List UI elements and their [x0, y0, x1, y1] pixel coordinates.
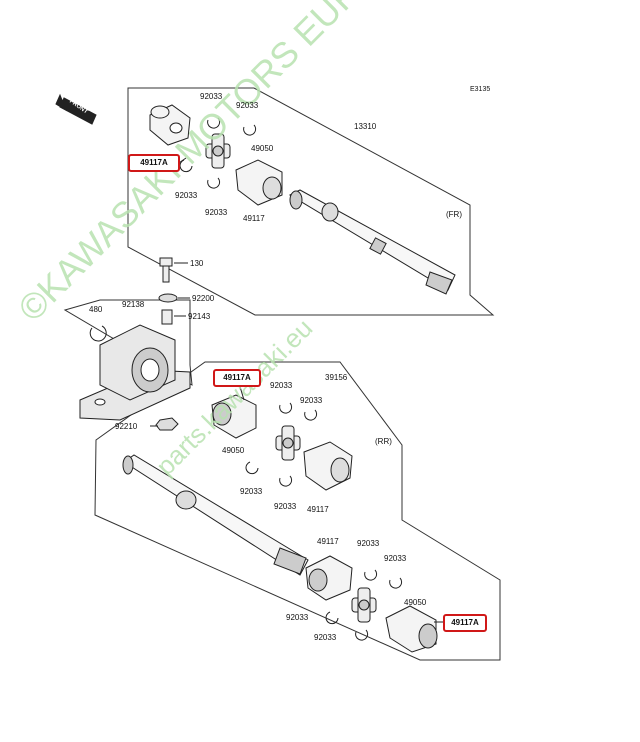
yoke-icon	[211, 394, 257, 439]
part-label[interactable]: 480	[89, 305, 103, 314]
part-label[interactable]: 49117	[317, 537, 339, 546]
circlip-icon	[364, 569, 403, 589]
part-label[interactable]: 92033	[236, 101, 259, 110]
cross-joint-icon	[275, 425, 301, 461]
part-label[interactable]: 49117	[243, 214, 265, 223]
cross-joint-icon	[205, 133, 231, 169]
part-label[interactable]: 92033	[384, 554, 407, 563]
part-label[interactable]: 92210	[115, 422, 138, 431]
front-group-outline	[127, 87, 495, 316]
front-shaft-icon	[288, 189, 456, 295]
part-label[interactable]: 92033	[200, 92, 223, 101]
bearing-housing-icon	[79, 324, 191, 421]
part-label[interactable]: 92033	[175, 191, 198, 200]
part-label[interactable]: 92200	[192, 294, 215, 303]
highlighted-part-label[interactable]: 49117A	[443, 614, 487, 632]
part-label[interactable]: 49050	[404, 598, 427, 607]
nut-icon	[155, 417, 179, 431]
part-label[interactable]: 92033	[240, 487, 263, 496]
yoke-icon	[149, 104, 191, 146]
part-label[interactable]: 49117	[307, 505, 329, 514]
bolt-icon	[159, 257, 173, 283]
circlip-icon	[325, 611, 369, 641]
part-label[interactable]: 49050	[222, 446, 245, 455]
rear-shaft-icon	[122, 454, 309, 576]
part-label[interactable]: 92033	[270, 381, 293, 390]
part-label[interactable]: 39156	[325, 373, 348, 382]
part-label[interactable]: 92033	[300, 396, 323, 405]
part-label[interactable]: 92033	[357, 539, 380, 548]
section-label-rear: (RR)	[375, 437, 392, 446]
part-label[interactable]: 92138	[122, 300, 145, 309]
highlighted-part-label[interactable]: 49117A	[213, 369, 261, 387]
yoke-icon	[385, 605, 438, 653]
part-label[interactable]: 92033	[205, 208, 228, 217]
section-label-front: (FR)	[446, 210, 462, 219]
circlip-icon	[179, 159, 221, 189]
cross-joint-icon	[351, 587, 377, 623]
circlip-icon	[207, 117, 257, 136]
collar-icon	[161, 309, 173, 325]
part-label[interactable]: 49050	[251, 144, 274, 153]
yoke-icon	[305, 555, 353, 601]
circlip-icon	[89, 325, 107, 342]
circlip-icon	[279, 402, 318, 421]
rear-group-outline	[94, 361, 501, 661]
front-arrow-icon	[55, 93, 97, 125]
part-label[interactable]: 92033	[314, 633, 337, 642]
part-label[interactable]: 13310	[354, 122, 377, 131]
washer-icon	[158, 293, 178, 303]
part-label[interactable]: 92033	[274, 502, 297, 511]
part-label[interactable]: 130	[190, 259, 204, 268]
highlighted-part-label[interactable]: 49117A	[128, 154, 180, 172]
yoke-icon	[235, 159, 283, 206]
part-label[interactable]: 92143	[188, 312, 211, 321]
diagram-code: E3135	[470, 86, 491, 93]
circlip-icon	[245, 461, 293, 487]
yoke-icon	[303, 441, 353, 491]
part-label[interactable]: 92033	[286, 613, 309, 622]
